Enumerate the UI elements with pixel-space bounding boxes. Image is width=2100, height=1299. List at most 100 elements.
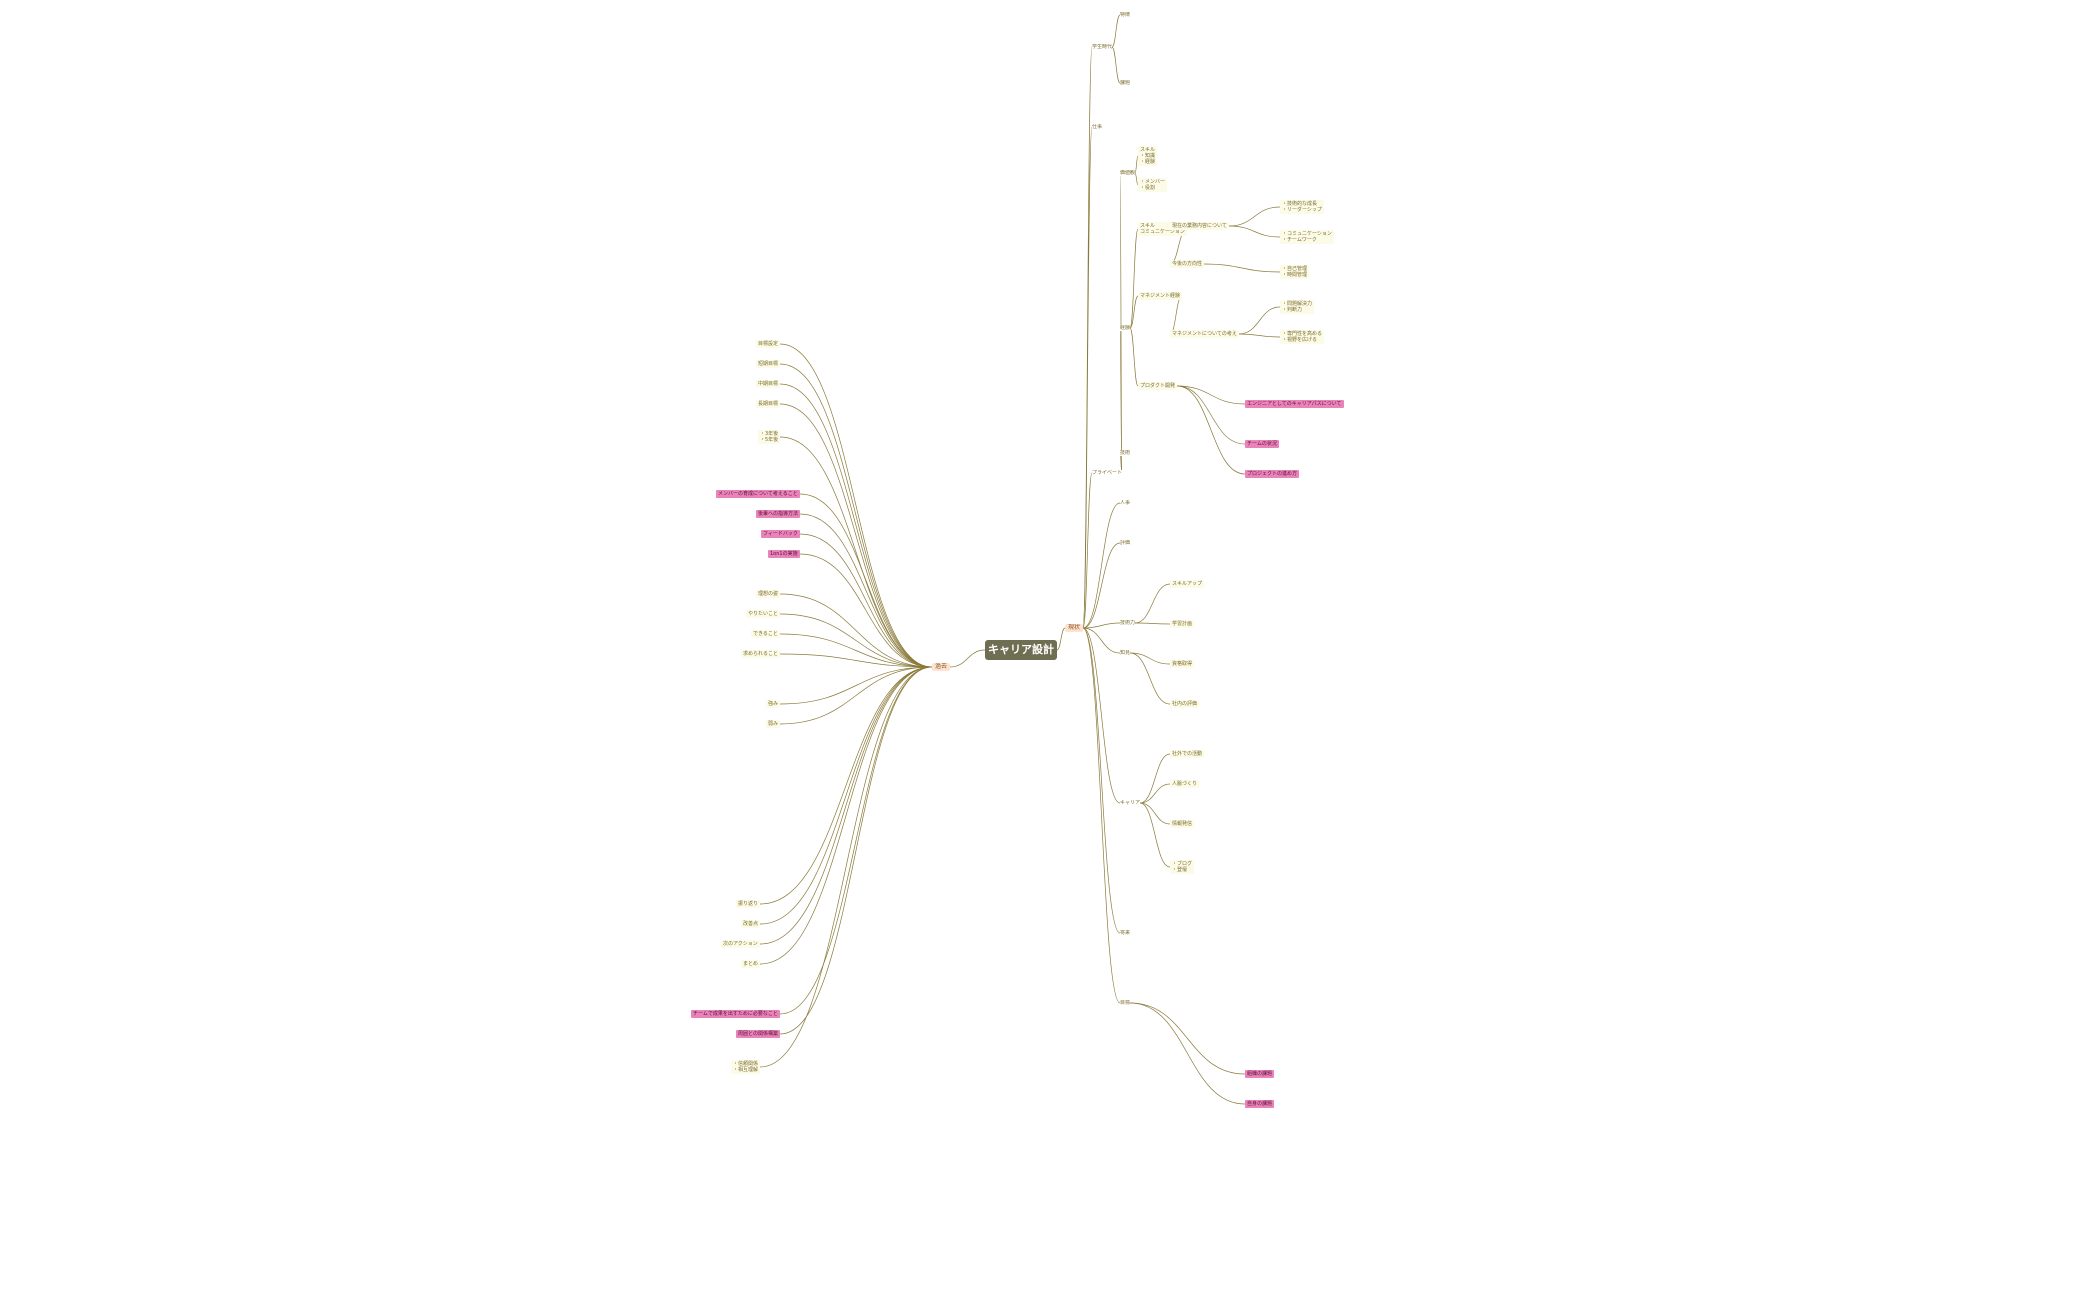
mindmap-node[interactable]: チームの状況	[1245, 440, 1279, 448]
connector-line	[779, 343, 933, 668]
mindmap-node[interactable]: ・ブログ ・登壇	[1170, 860, 1195, 874]
mindmap-node[interactable]: 目標	[1120, 1000, 1131, 1006]
mindmap-node[interactable]: 中期目標	[756, 380, 781, 388]
mindmap-node[interactable]: 評価	[1120, 540, 1131, 546]
mindmap-node[interactable]: ・技術的な成長 ・リーダーシップ	[1280, 200, 1324, 214]
mindmap-node[interactable]: ・専門性を高める ・視野を広げる	[1280, 330, 1325, 344]
mindmap-node[interactable]: ・メンバー ・役割	[1138, 178, 1168, 192]
mindmap-node[interactable]: 学生時代	[1092, 44, 1113, 50]
mindmap-node[interactable]: 次のアクション	[721, 940, 760, 948]
mindmap-node[interactable]: プロジェクトの進め方	[1245, 470, 1300, 478]
mindmap-node[interactable]: チームで成果を出すために必要なこと	[691, 1010, 780, 1018]
connector-line	[1228, 206, 1281, 227]
mindmap-node[interactable]: プロダクト開発	[1138, 382, 1178, 390]
mindmap-node[interactable]: マネジメントについての考え	[1170, 330, 1239, 338]
connector-line	[779, 593, 933, 668]
mindmap-node[interactable]: 技術力	[1120, 620, 1136, 626]
mindmap-node[interactable]: 知見	[1120, 650, 1131, 656]
mindmap-node[interactable]: マネジメント経験	[1138, 292, 1183, 300]
connector-line	[1176, 385, 1246, 405]
mindmap-node[interactable]: 学習計画	[1170, 620, 1195, 628]
mindmap-node[interactable]: プライベート	[1092, 470, 1123, 476]
mindmap-node[interactable]: 特徴	[1120, 12, 1131, 18]
mindmap-node[interactable]: 情報発信	[1170, 820, 1195, 828]
mindmap-node[interactable]: 改善点	[741, 920, 761, 928]
connector-line	[1129, 228, 1139, 329]
mindmap-node[interactable]: ・信頼関係 ・相互理解	[731, 1060, 761, 1074]
connector-line	[779, 613, 933, 668]
mindmap-node[interactable]: 課題	[1120, 80, 1131, 86]
mindmap-node[interactable]: ・コミュニケーション ・チームワーク	[1280, 230, 1334, 244]
connector-line	[779, 383, 933, 668]
mindmap-node[interactable]: 社内の評価	[1170, 700, 1200, 708]
mindmap-node[interactable]: 仕事	[1092, 124, 1103, 130]
connector-line	[1176, 385, 1246, 445]
connector-line	[1134, 622, 1171, 625]
mindmap-node[interactable]: エンジニアとしてのキャリアパスについて	[1245, 400, 1344, 408]
mindmap-node[interactable]: ・問題解決力 ・判断力	[1280, 300, 1315, 314]
mindmap-node[interactable]: 経験	[1120, 325, 1131, 331]
mindmap-node[interactable]: 長期目標	[756, 400, 781, 408]
mindmap-node[interactable]: フィードバック	[761, 530, 800, 538]
mindmap-node[interactable]: 現在の業務内容について	[1170, 222, 1229, 230]
connector-line	[1082, 126, 1093, 629]
mindmap-node[interactable]: メンバーの育成について考えること	[716, 490, 800, 498]
connector-line	[1129, 652, 1171, 665]
mindmap-node[interactable]: キャリア	[1120, 800, 1141, 806]
mindmap-node[interactable]: 理想の姿	[756, 590, 781, 598]
mindmap-node[interactable]: スキルアップ	[1170, 580, 1205, 588]
mindmap-node[interactable]: 人事	[1120, 500, 1131, 506]
mindmap-node[interactable]: ・3年後 ・5年後	[758, 430, 781, 444]
connector-line	[1134, 172, 1139, 186]
connector-line	[779, 403, 933, 668]
mindmap-node[interactable]: 将来	[1120, 930, 1131, 936]
connector-line	[1129, 1002, 1246, 1075]
connector-line	[1082, 627, 1121, 1004]
connector-line	[1228, 225, 1281, 238]
connector-line	[1082, 472, 1093, 629]
connector-line	[779, 666, 933, 1015]
root-node[interactable]: キャリア設計	[985, 640, 1057, 660]
mindmap-node[interactable]: 資格取得	[1170, 660, 1195, 668]
mindmap-node[interactable]: 弱み	[766, 720, 781, 728]
mindmap-node[interactable]: 求められること	[741, 650, 781, 658]
connector-line	[1129, 652, 1171, 705]
connector-line	[799, 533, 933, 668]
mindmap-node[interactable]: 強み	[766, 700, 781, 708]
mindmap-node[interactable]: 技術	[1120, 450, 1131, 456]
mindmap-node[interactable]: やりたいこと	[746, 610, 781, 618]
connector-line	[779, 363, 933, 668]
mindmap-node[interactable]: 周囲との関係構築	[736, 1030, 780, 1038]
connector-line	[779, 653, 933, 668]
connector-line	[1119, 327, 1123, 474]
mindmap-node[interactable]: 今後の方向性	[1170, 260, 1205, 268]
mindmap-node[interactable]: スキル ・知識 ・経験	[1138, 146, 1158, 166]
connector-line	[779, 666, 933, 725]
mindmap-node[interactable]: 人脈づくり	[1170, 780, 1200, 788]
connector-line	[1238, 333, 1281, 338]
connector-line	[1082, 502, 1121, 629]
mindmap-node[interactable]: 組織の課題	[1245, 1070, 1275, 1078]
mindmap-node[interactable]: 振り返り	[736, 900, 761, 908]
mindmap-node[interactable]: ・自己管理 ・時間管理	[1280, 265, 1310, 279]
connector-line	[799, 493, 933, 668]
connector-line	[779, 436, 933, 668]
connector-line	[1139, 802, 1171, 825]
mindmap-node[interactable]: まとめ	[741, 960, 761, 968]
mindmap-node[interactable]: 1on1の実施	[768, 550, 800, 558]
mindmap-node[interactable]: 価値観	[1120, 170, 1136, 176]
connector-line	[759, 666, 933, 965]
mindmap-node[interactable]: 過去	[932, 663, 951, 671]
connector-line	[1082, 627, 1121, 934]
mindmap-node[interactable]: 社外での活動	[1170, 750, 1205, 758]
mindmap-node[interactable]: できること	[751, 630, 780, 638]
mindmap-node[interactable]: 短期目標	[756, 360, 781, 368]
connector-line	[779, 666, 933, 705]
connector-line	[1082, 627, 1121, 654]
connector-line	[1082, 627, 1121, 804]
mindmap-node[interactable]: 現状	[1065, 624, 1084, 632]
mindmap-node[interactable]: 目標設定	[756, 340, 781, 348]
mindmap-node[interactable]: 自身の課題	[1245, 1100, 1275, 1108]
mindmap-node[interactable]: 後輩への指導方法	[756, 510, 801, 518]
